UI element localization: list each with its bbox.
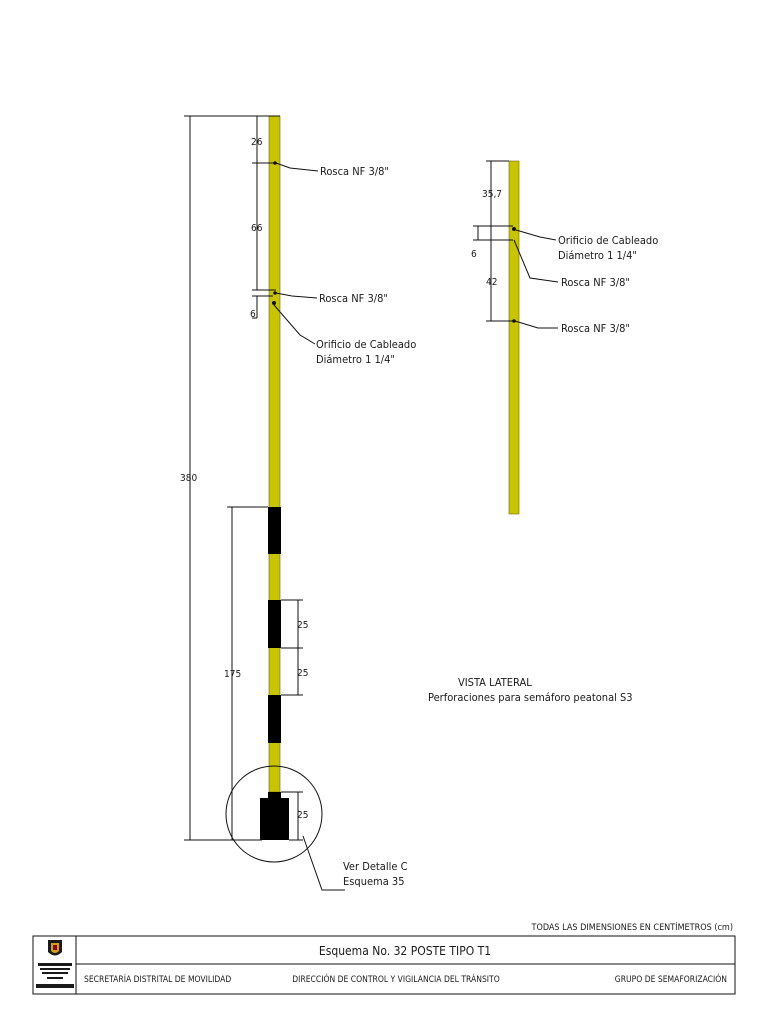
group-name: GRUPO DE SEMAFORIZACIÓN: [615, 973, 727, 985]
dim-main-total: 380: [180, 473, 197, 484]
pole-band-3: [268, 695, 281, 743]
label-thread-1: Rosca NF 3/8": [320, 165, 389, 178]
side-pole-body: [508, 160, 520, 515]
main-annotations: Rosca NF 3/8" Rosca NF 3/8" Orificio de …: [272, 161, 416, 891]
dim-side-hole: 6: [471, 249, 477, 260]
entity-name: SECRETARÍA DISTRITAL DE MOVILIDAD: [84, 973, 231, 985]
dim-side-gap: 42: [486, 277, 497, 288]
main-pole-body: [268, 115, 281, 793]
dim-main-lower: 175: [224, 669, 241, 680]
bogota-coat-of-arms-icon: [36, 940, 74, 988]
dim-main-hole: 6: [250, 309, 256, 320]
direction-name: DIRECCIÓN DE CONTROL Y VIGILANCIA DEL TR…: [292, 973, 500, 985]
side-view-title: VISTA LATERAL: [458, 676, 532, 689]
label-cable-hole-2: Diámetro 1 1/4": [316, 353, 395, 366]
scheme-title: Esquema No. 32 POSTE TIPO T1: [319, 944, 491, 958]
label-side-cable-hole-2: Diámetro 1 1/4": [558, 249, 637, 262]
main-dimensions: 380 26 66 6 175 25 25 25: [180, 115, 308, 841]
label-side-thread-1: Rosca NF 3/8": [561, 276, 630, 289]
title-block: Esquema No. 32 POSTE TIPO T1 SECRETARÍA …: [32, 935, 736, 995]
dim-main-gap: 66: [251, 223, 263, 234]
dim-base: 25: [297, 810, 308, 821]
side-view-subtitle: Perforaciones para semáforo peatonal S3: [428, 691, 633, 704]
label-side-cable-hole-1: Orificio de Cableado: [558, 234, 658, 247]
side-annotations: Orificio de Cableado Diámetro 1 1/4" Ros…: [512, 227, 658, 335]
dim-band-a: 25: [297, 620, 308, 631]
pole-base: [260, 792, 289, 840]
pole-band-2: [268, 600, 281, 648]
dim-side-top: 35,7: [482, 189, 502, 200]
label-side-thread-2: Rosca NF 3/8": [561, 322, 630, 335]
dim-main-top: 26: [251, 137, 263, 148]
side-pole: [508, 160, 520, 515]
label-cable-hole-1: Orificio de Cableado: [316, 338, 416, 351]
dim-band-b: 25: [297, 668, 308, 679]
side-dimensions: 35,7 42 6: [471, 160, 513, 322]
units-note: TODAS LAS DIMENSIONES EN CENTÍMETROS (cm…: [531, 921, 734, 933]
pole-band-1: [268, 507, 281, 554]
label-detail-ref-1: Ver Detalle C: [343, 860, 408, 873]
label-thread-2: Rosca NF 3/8": [319, 292, 388, 305]
detail-c-circle: [225, 765, 323, 863]
main-pole: [225, 115, 323, 863]
label-detail-ref-2: Esquema 35: [343, 875, 405, 888]
